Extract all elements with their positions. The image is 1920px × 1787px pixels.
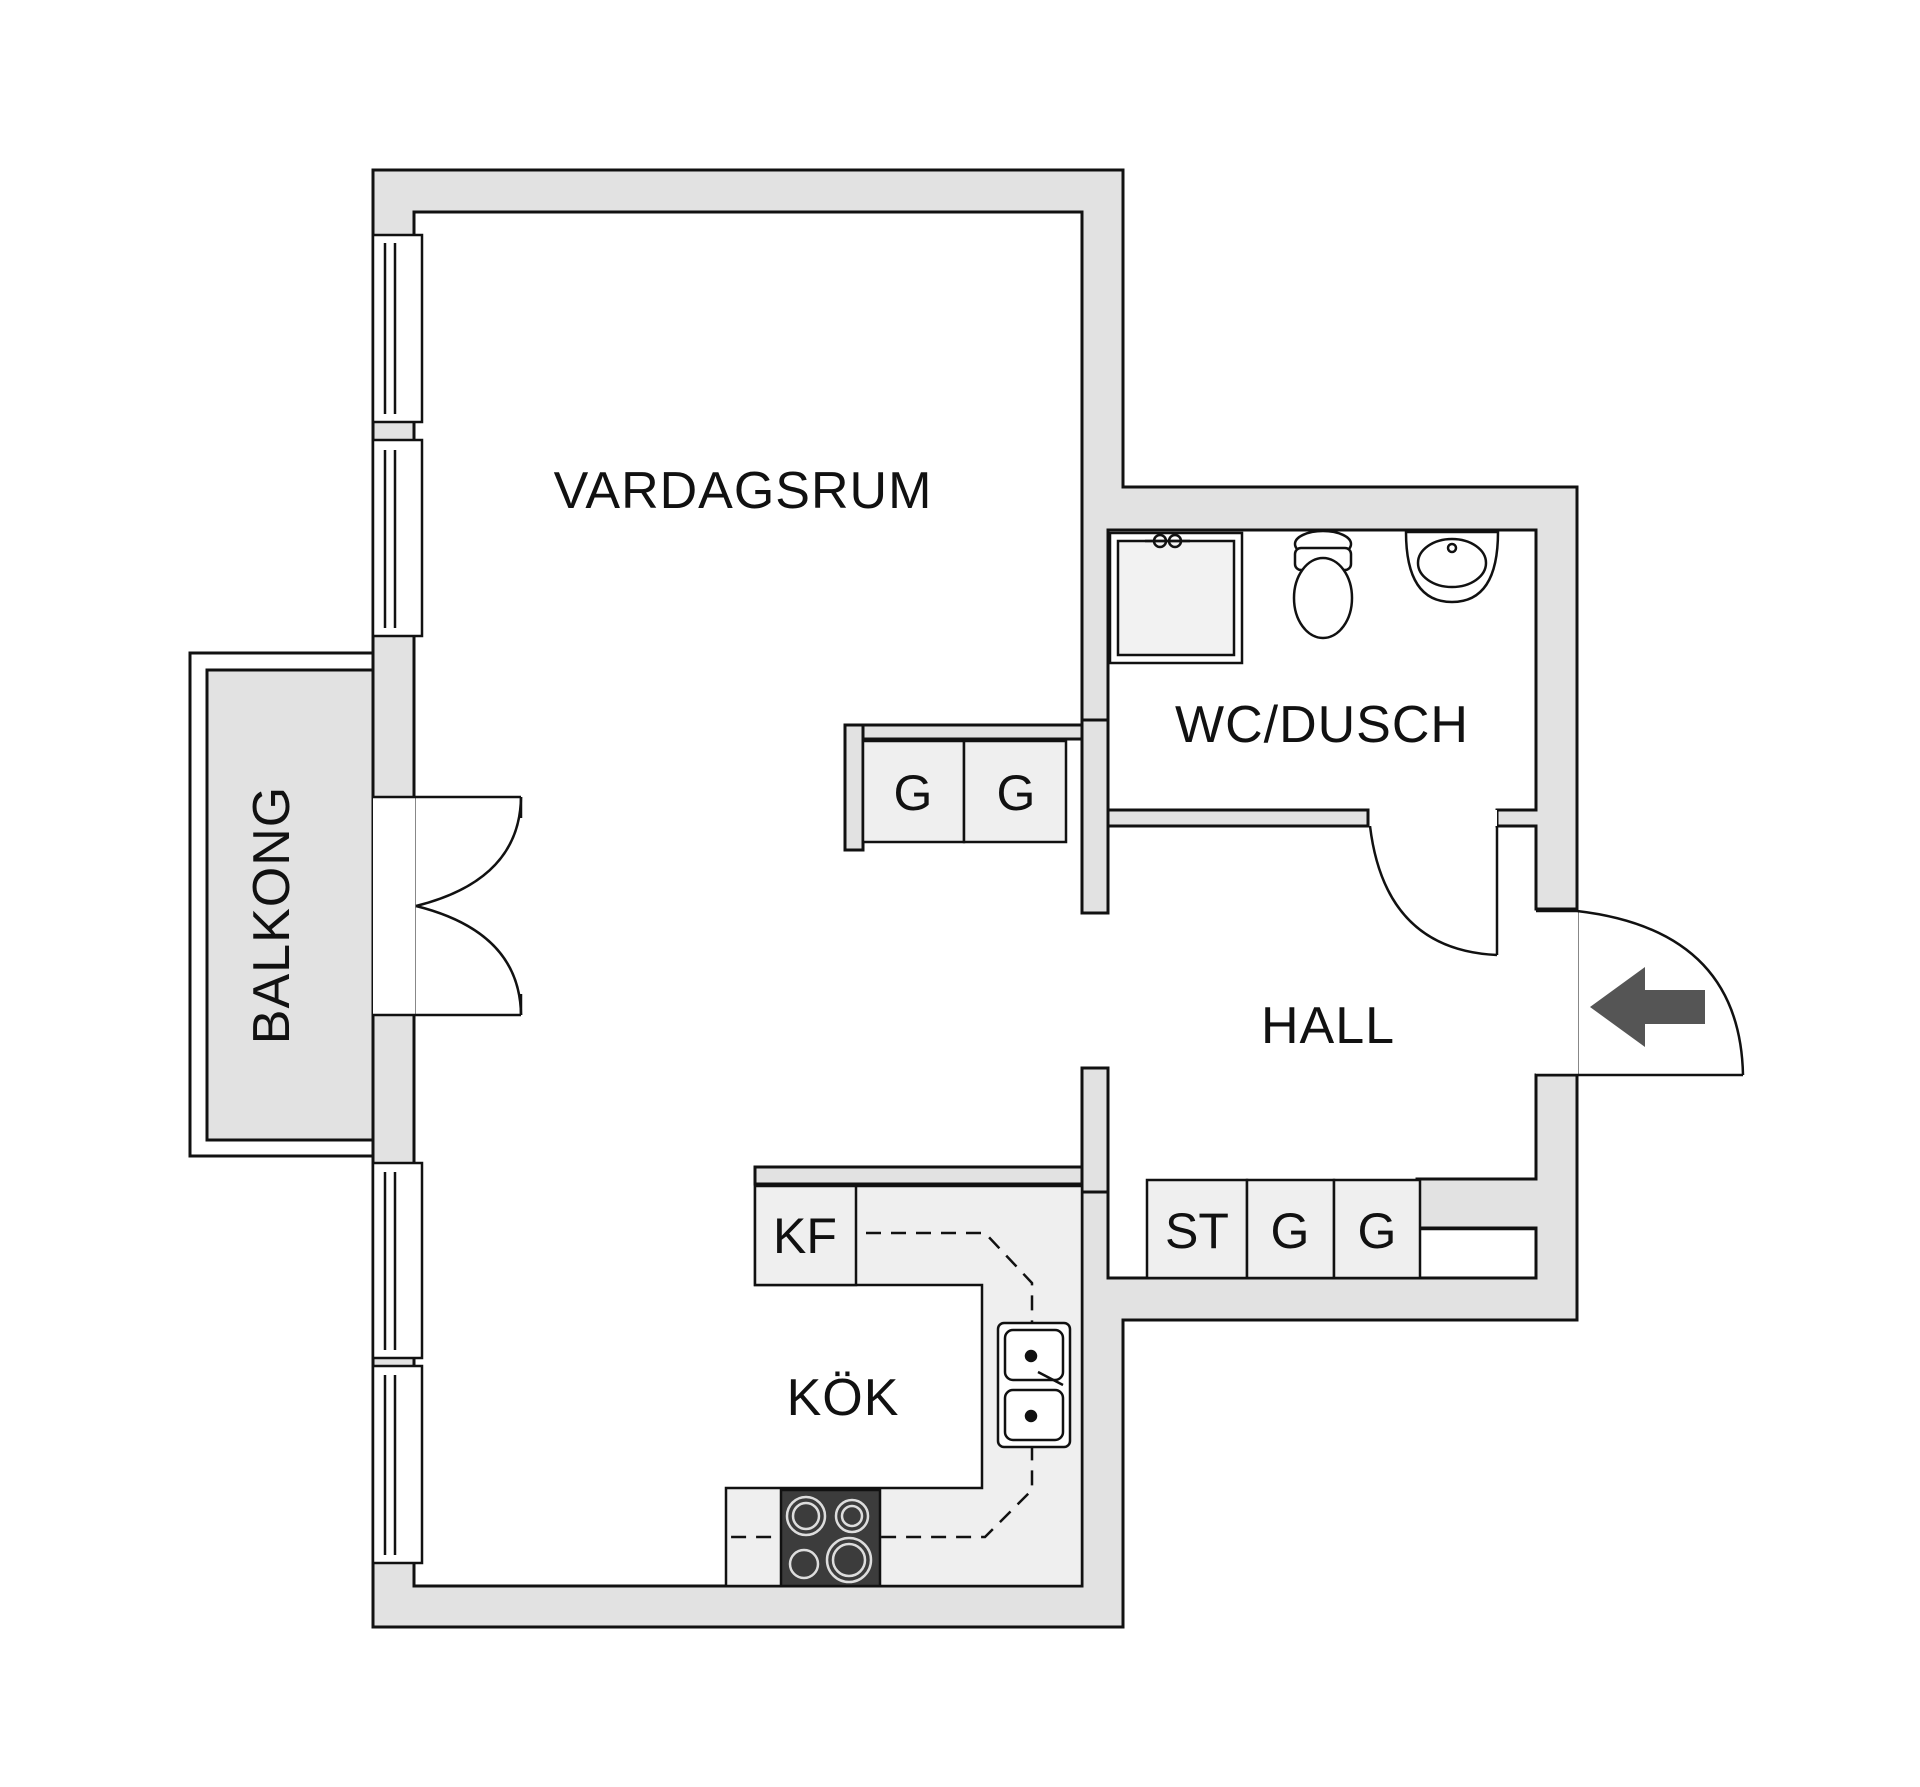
entrance-arrow-icon [1590, 967, 1705, 1047]
wall-hall-lower [1080, 1066, 1110, 1194]
wall-wardrobe-side [843, 723, 865, 852]
entrance-door[interactable] [1536, 909, 1745, 1077]
balcony-door-opening [373, 797, 415, 1015]
kf-unit [753, 1184, 858, 1287]
wall-wc-left [1080, 718, 1110, 915]
st-label: ST [1165, 1203, 1229, 1259]
balcony [188, 651, 375, 1158]
toilet [1292, 529, 1354, 640]
wall-wc-bottom-left [1106, 808, 1370, 828]
windows [371, 233, 424, 1565]
room-label-balkong: BALKONG [243, 786, 301, 1044]
kitchen-sink [996, 1321, 1072, 1449]
wc-door[interactable] [1368, 825, 1499, 957]
room-label-wc-dusch: WC/DUSCH [1175, 696, 1469, 754]
wc-door-gap [1370, 810, 1497, 826]
shower [1108, 531, 1244, 665]
room-label-hall: HALL [1261, 997, 1395, 1055]
stove [779, 1488, 882, 1588]
room-label-kok: KÖK [787, 1369, 900, 1427]
counter-dashed-edge [726, 1231, 1034, 1539]
hall-units [1145, 1178, 1422, 1280]
wardrobe-label-1: G [894, 765, 933, 821]
kf-label: KF [773, 1208, 837, 1264]
balcony-door[interactable] [373, 795, 523, 1017]
wall-wardrobe-shelf [843, 723, 1084, 741]
hall-wardrobe-label-2: G [1358, 1203, 1397, 1259]
washbasin [1404, 530, 1500, 604]
wall-kitchen-top [753, 1165, 1084, 1186]
hall-wardrobe-label-1: G [1271, 1203, 1310, 1259]
entrance-gap [1536, 911, 1578, 1075]
wardrobes-upper [861, 739, 1068, 844]
wardrobe-label-2: G [997, 765, 1036, 821]
room-label-vardagsrum: VARDAGSRUM [554, 462, 933, 520]
